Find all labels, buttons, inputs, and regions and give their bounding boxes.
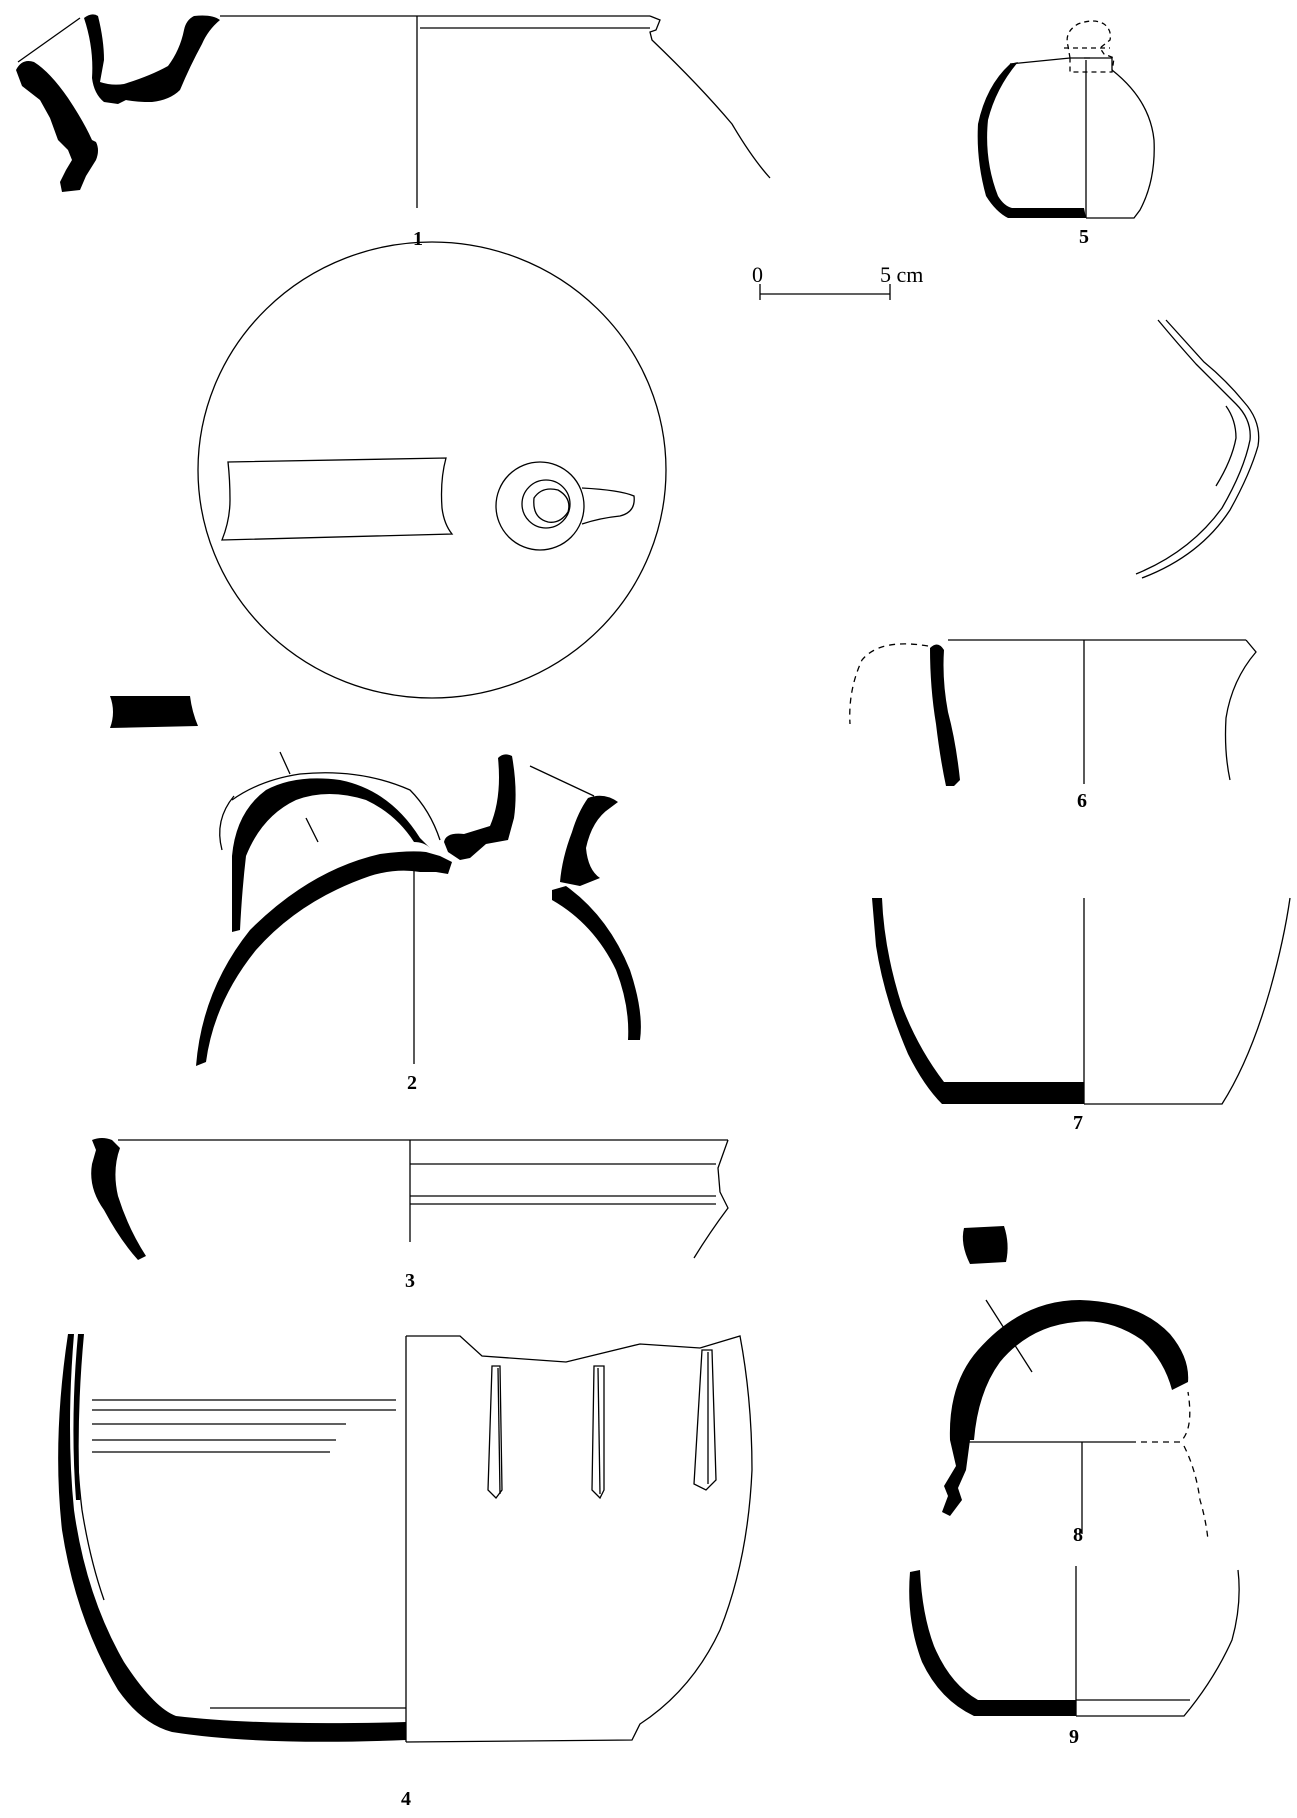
vessel-2-section-line-a [279, 751, 291, 775]
vessel-6-section [930, 644, 960, 786]
vessel-4-rib-3 [693, 1349, 717, 1491]
vessel-3-outline [693, 1139, 729, 1259]
vessel-5-neck-dashed [1064, 20, 1115, 73]
scale-end-label: 5 cm [880, 262, 924, 287]
vessel-9-section [909, 1570, 1076, 1716]
vessel-2-outer-handle [219, 795, 235, 851]
figure-label-1: 1 [413, 228, 423, 250]
vessel-8-section-line [985, 1299, 1033, 1373]
figure-label-6: 6 [1077, 790, 1087, 812]
vessel-7 [872, 897, 1291, 1105]
vessel-4-rib-1-inner [497, 1367, 501, 1495]
vessel-2-body-right-section [552, 886, 641, 1040]
vessel-4 [58, 1333, 753, 1743]
vessel-8-handle-section [962, 1226, 1008, 1264]
vessel-2-spout-hole [533, 488, 570, 523]
figure-label-4: 4 [401, 1788, 411, 1810]
vessel-2-spout-tip [581, 487, 635, 525]
vessel-2-handle-section [110, 696, 198, 728]
vessel-7-section [872, 898, 1084, 1104]
vessel-2-body-section [196, 851, 452, 1066]
figure-label-7: 7 [1073, 1112, 1083, 1134]
figure-label-2: 2 [407, 1072, 417, 1094]
vessel-4-rib-1 [487, 1365, 503, 1499]
vessel-4-section-fill-2 [73, 1334, 84, 1500]
vessel-5-rim [1009, 57, 1090, 65]
figure-label-8: 8 [1073, 1524, 1083, 1546]
vessel-1-profile-section [16, 61, 98, 192]
vessel-2-spout-section [560, 795, 618, 886]
vessel-8-neck-section [942, 1440, 970, 1516]
vessel-4-rib-2-inner [597, 1367, 601, 1495]
vessel-6-handle-dashed [849, 643, 929, 725]
vessel-3-section [91, 1138, 146, 1260]
vessel-6-outline [1224, 639, 1257, 781]
vessel-2 [110, 241, 667, 1066]
vessel-2-spout-outer [495, 461, 585, 551]
vessel-8 [942, 1226, 1209, 1541]
vessel-1 [16, 14, 771, 208]
vessel-8-inner-curve [962, 1439, 967, 1446]
vessel-3 [91, 1138, 729, 1260]
vessel-9-outline [1076, 1569, 1240, 1717]
vessel-2-top-handle [221, 457, 454, 541]
figure-label-3: 3 [405, 1270, 415, 1292]
vessel-2-section-line-b [305, 817, 319, 843]
figure-label-9: 9 [1069, 1726, 1079, 1748]
vessel-2-handle-outline [231, 772, 441, 841]
vessel-2-top-view [197, 241, 667, 699]
vessel-2-rim-line [529, 765, 595, 797]
vessel-8-body-dashed [1183, 1445, 1209, 1541]
vessel-5 [977, 20, 1155, 219]
vessel-4-rib-2 [591, 1365, 605, 1500]
vessel-9 [909, 1566, 1240, 1717]
figure-label-5: 5 [1079, 226, 1089, 248]
vessel-4-outline [405, 1335, 753, 1743]
vessel-5-outline [1084, 57, 1155, 219]
vessel-6 [849, 639, 1257, 786]
vessel-1-section-line [17, 17, 81, 63]
shoulder-fragment [1135, 319, 1260, 579]
vessel-5-section [977, 62, 1086, 218]
vessel-2-spout-inner [521, 479, 571, 529]
vessel-7-outline [1084, 897, 1291, 1105]
vessel-8-body-section [949, 1300, 1189, 1440]
vessel-1-outline [649, 15, 771, 179]
vessel-4-section [58, 1334, 407, 1742]
scale-bar [759, 284, 891, 300]
scale-start-label: 0 [752, 262, 763, 287]
vessel-8-rim-dashed [1130, 1391, 1191, 1443]
vessel-1-profile-fragment [84, 14, 220, 104]
vessel-2-neck-section [444, 754, 516, 860]
